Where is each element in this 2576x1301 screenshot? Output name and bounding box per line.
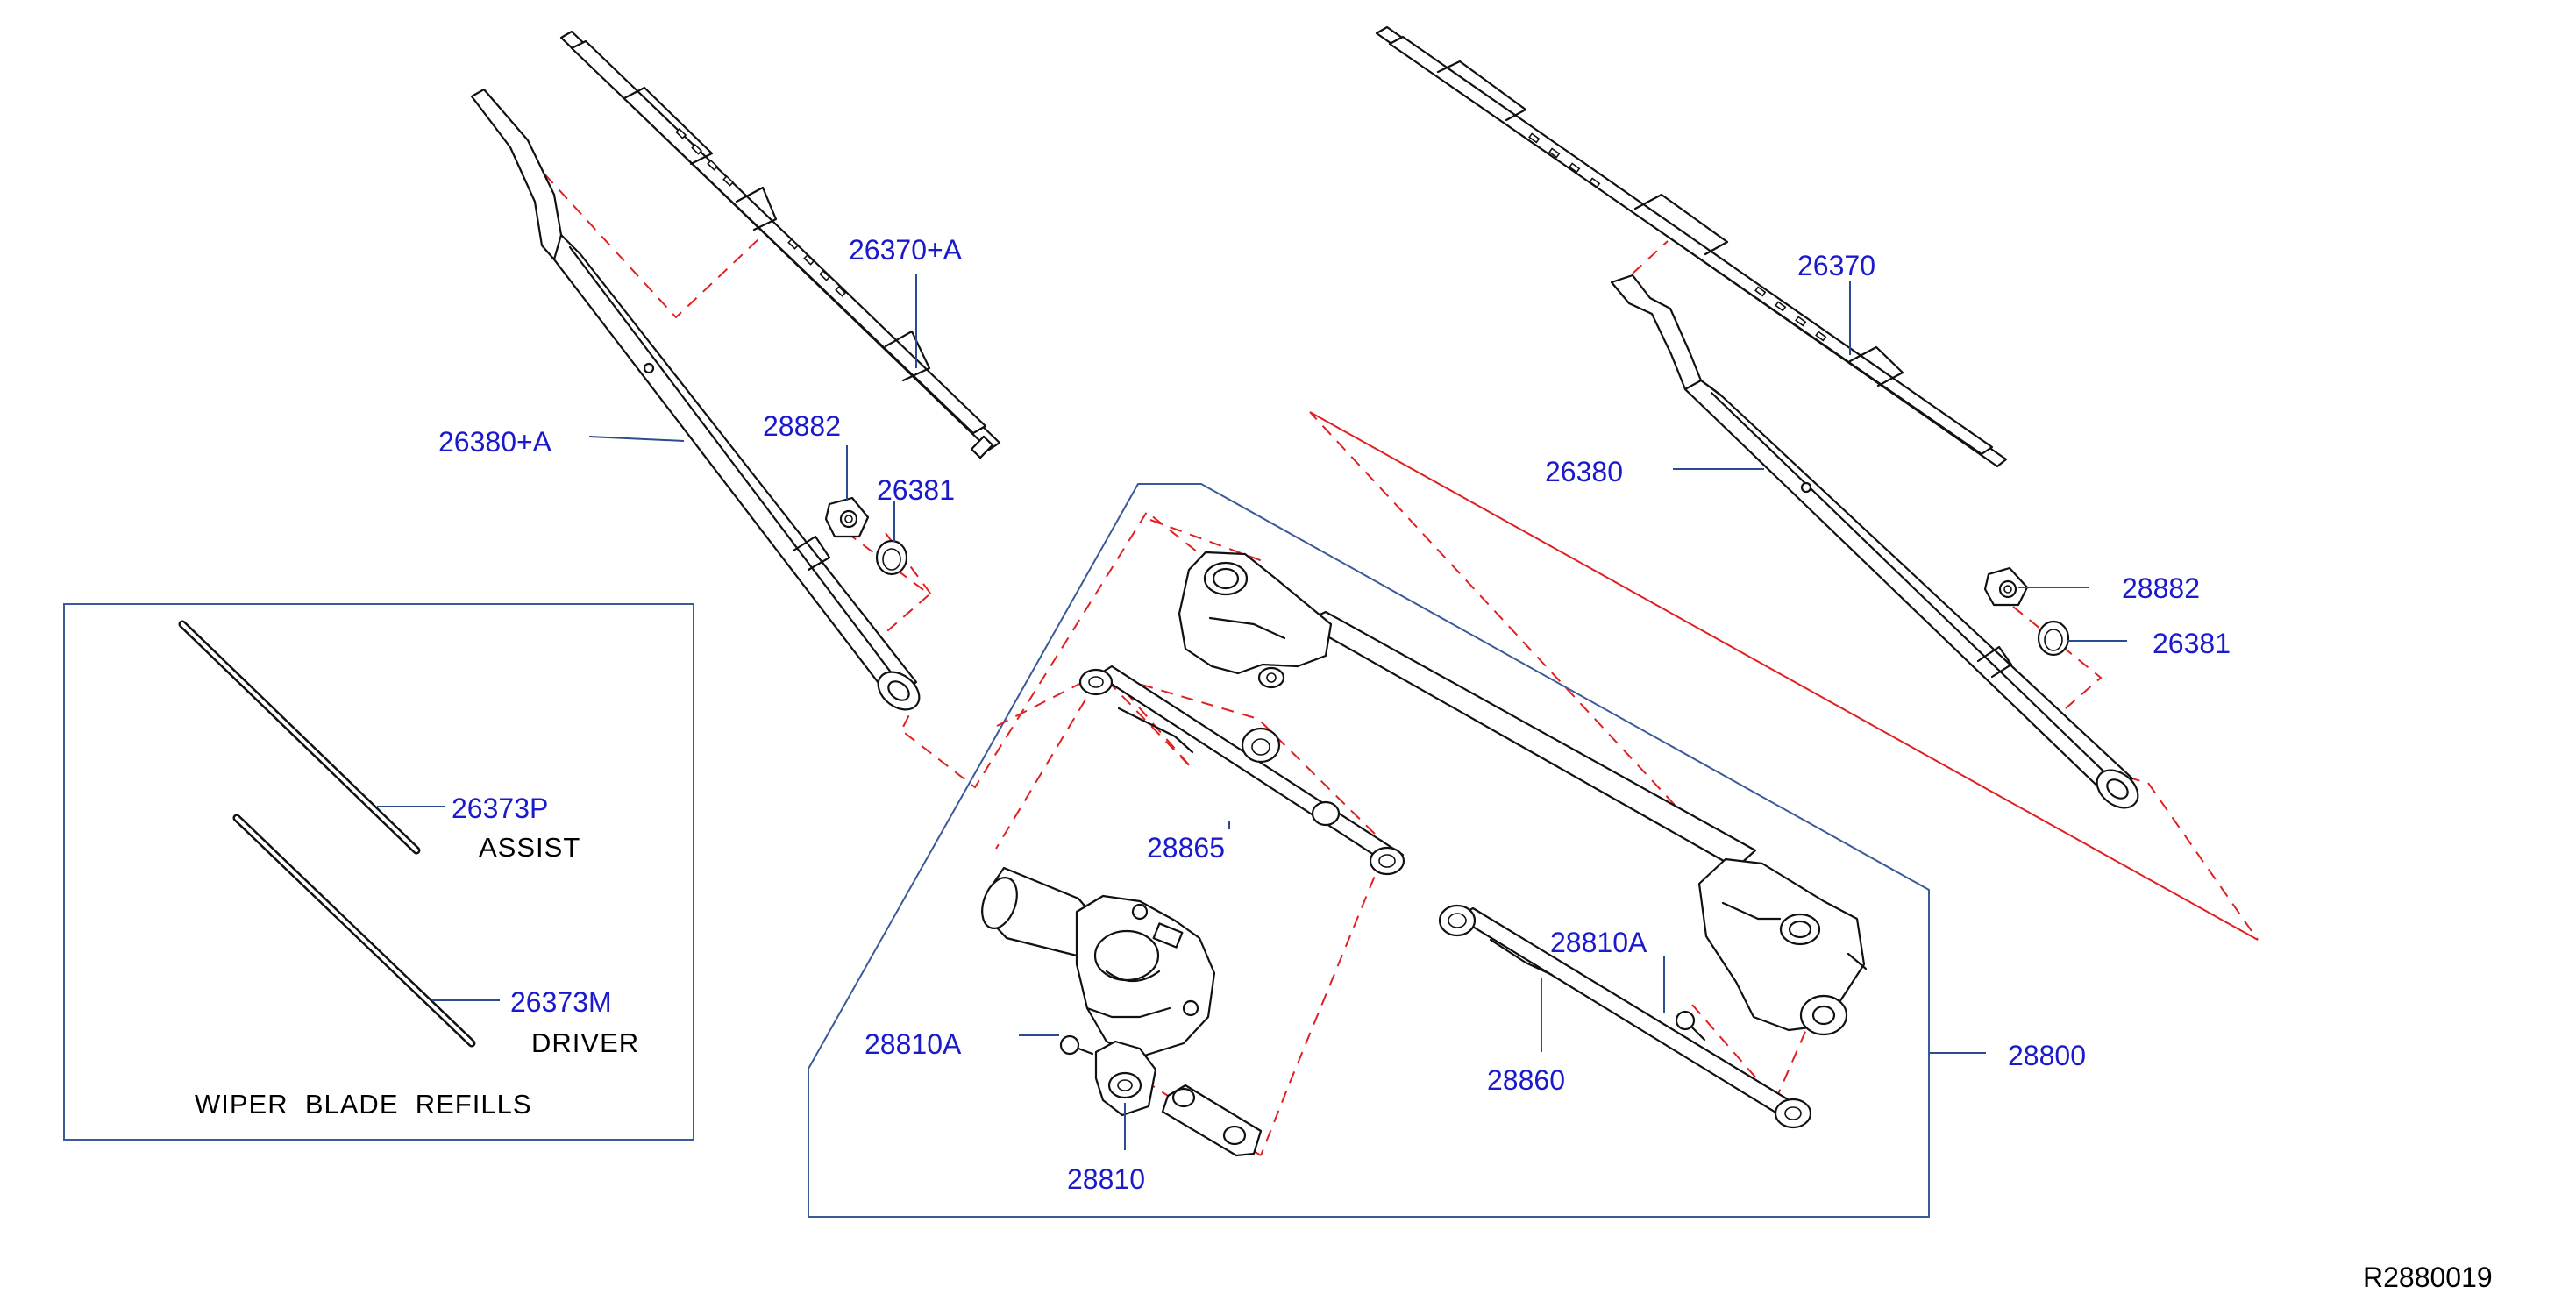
wiper-motor bbox=[980, 866, 1216, 1117]
bolt-right bbox=[1675, 1010, 1706, 1042]
callout-cap-right: 26381 bbox=[2153, 628, 2231, 659]
linkage-main-bar bbox=[1178, 551, 1868, 1036]
grommet-upper bbox=[1241, 727, 1281, 764]
callout-arm-right: 26380 bbox=[1545, 456, 1623, 487]
callout-blade-left: 26370+A bbox=[849, 234, 963, 266]
callout-arm-left: 26380+A bbox=[438, 426, 552, 458]
nut-right bbox=[1983, 566, 2029, 607]
callout-refill-driver: 26373M bbox=[510, 986, 612, 1018]
refill-assist-strip bbox=[178, 620, 421, 855]
callout-motor: 28810 bbox=[1067, 1163, 1145, 1195]
guide-motor-bracket bbox=[1108, 1051, 1262, 1156]
wiper-blade-right bbox=[1375, 25, 2008, 468]
link-upper bbox=[1078, 665, 1405, 876]
linkage-assembly-frame bbox=[808, 483, 1930, 1218]
link-lower bbox=[1438, 904, 1812, 1129]
label-refill-driver: DRIVER bbox=[531, 1027, 639, 1058]
callout-refill-assist: 26373P bbox=[452, 793, 548, 824]
wiper-arm-left bbox=[470, 88, 921, 711]
guide-right-arm-pivot bbox=[2012, 606, 2259, 941]
refill-driver-strip bbox=[232, 814, 476, 1048]
refills-frame bbox=[63, 603, 694, 1141]
wiper-blade-left bbox=[559, 30, 1001, 459]
callout-blade-right: 26370 bbox=[1797, 250, 1875, 281]
bolt-motor bbox=[1059, 1034, 1094, 1056]
guide-wide-triangle bbox=[1309, 411, 2259, 976]
callout-cap-left: 26381 bbox=[877, 474, 955, 506]
callout-linkage-assembly: 28800 bbox=[2008, 1040, 2086, 1071]
guide-link-left-end bbox=[995, 681, 1097, 850]
wiper-arm-right bbox=[1610, 274, 2139, 809]
leader-arm-left bbox=[588, 436, 685, 442]
guide-link-upper bbox=[996, 672, 1389, 1156]
callout-link-upper: 28865 bbox=[1147, 832, 1225, 864]
callout-nut-left: 28882 bbox=[763, 410, 841, 442]
guide-left-arm-pivot bbox=[845, 510, 1206, 789]
callout-nut-right: 28882 bbox=[2122, 572, 2200, 604]
refills-title: WIPER BLADE REFILLS bbox=[195, 1089, 532, 1120]
diagram-reference-code: R2880019 bbox=[2363, 1262, 2493, 1293]
motor-crank-arm bbox=[1161, 1084, 1263, 1157]
nut-left bbox=[824, 496, 870, 538]
callout-bolt-right: 28810A bbox=[1550, 927, 1647, 958]
callout-link-lower: 28860 bbox=[1487, 1064, 1565, 1096]
guide-left-blade-arm bbox=[530, 158, 760, 319]
guide-right-blade-arm bbox=[1632, 240, 1669, 274]
cap-right bbox=[2037, 620, 2070, 657]
guide-left-cap bbox=[885, 532, 932, 595]
label-refill-assist: ASSIST bbox=[479, 832, 580, 863]
cap-left bbox=[875, 539, 908, 576]
callout-bolt-motor: 28810A bbox=[865, 1028, 962, 1060]
